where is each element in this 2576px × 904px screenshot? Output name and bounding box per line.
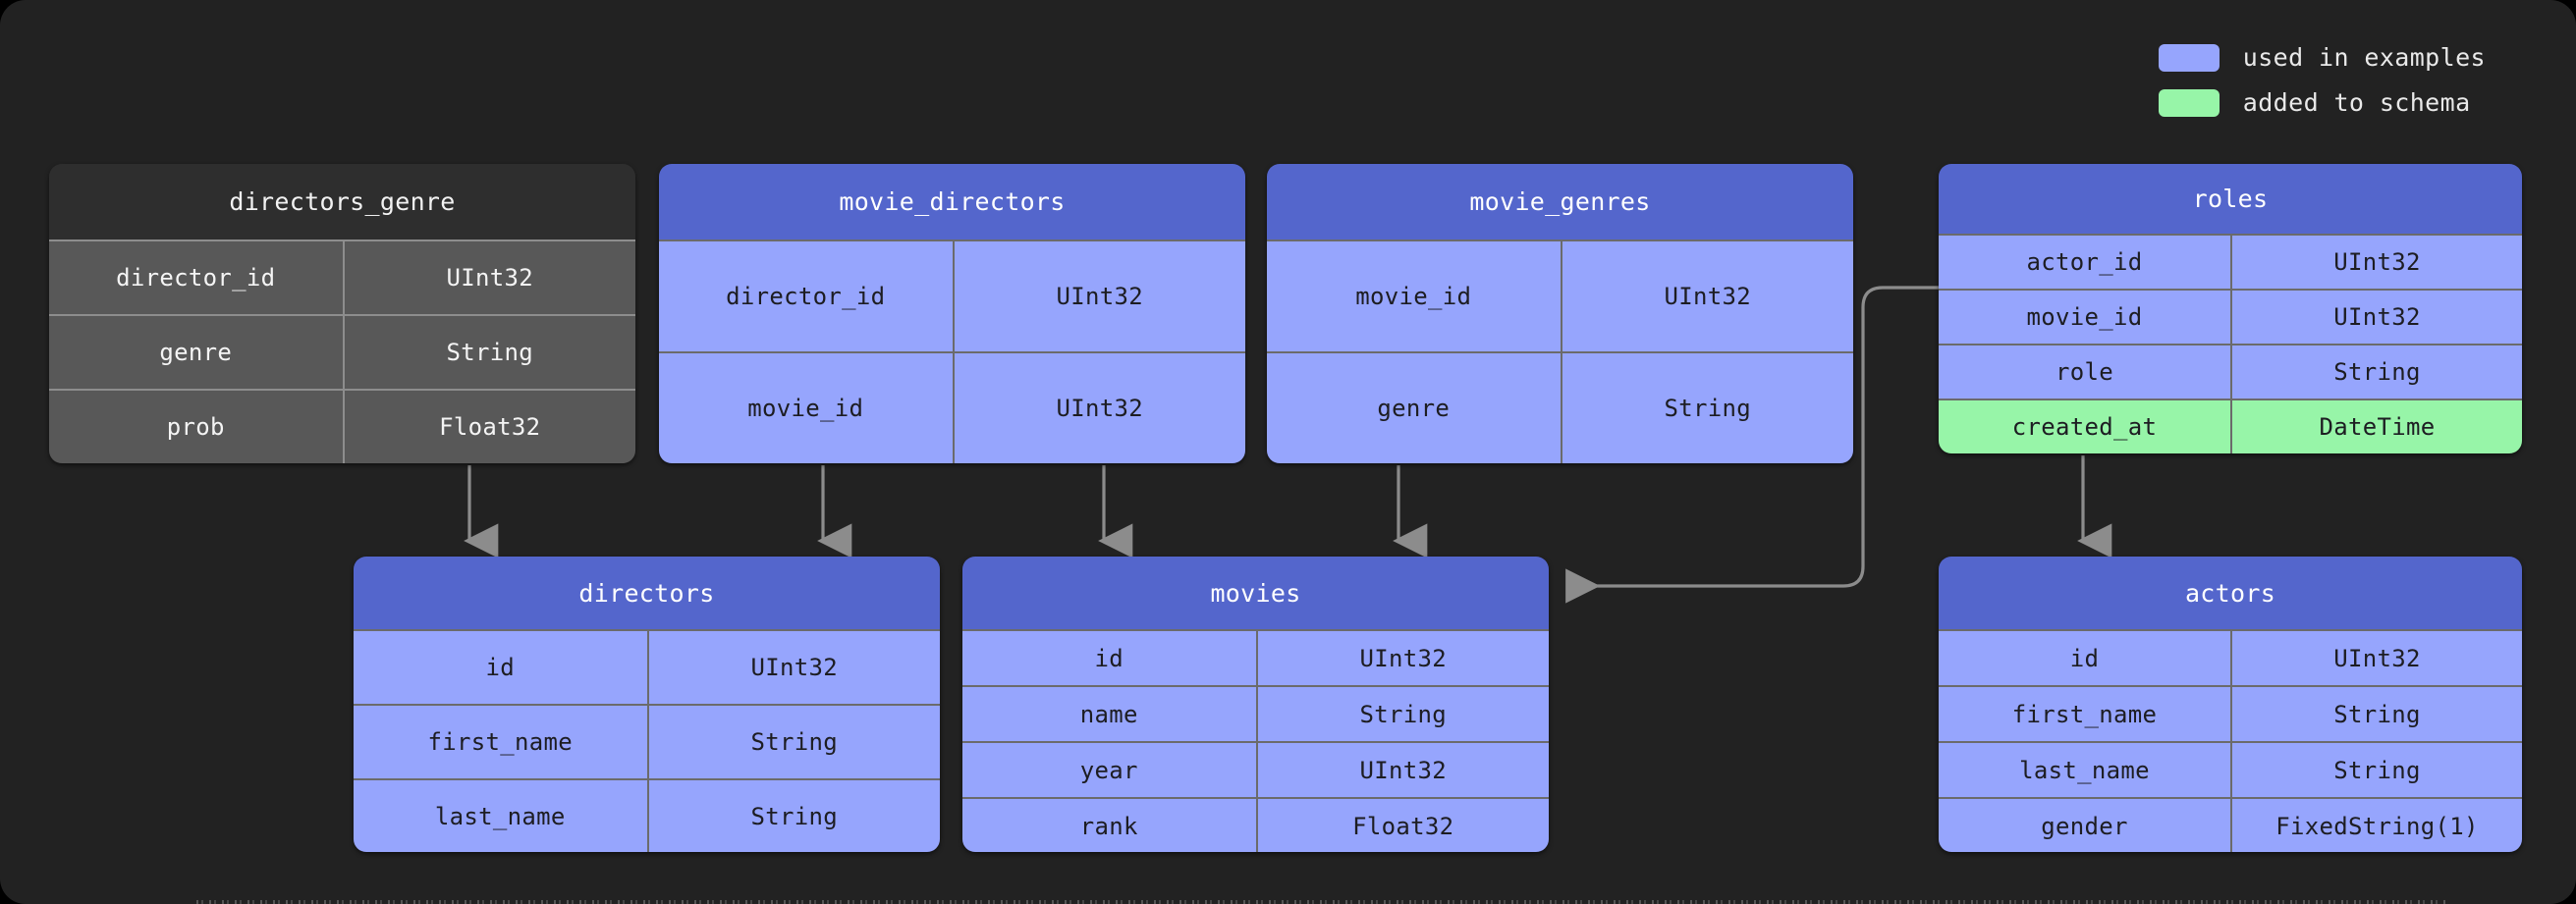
column-type-cell: UInt32 [952, 239, 1245, 351]
column-name-cell: id [1939, 629, 2230, 685]
column-type-cell: String [2230, 685, 2522, 741]
column-name-cell: movie_id [1267, 239, 1561, 351]
legend-item-added-to-schema: added to schema [2158, 88, 2486, 117]
table-title-movie_directors: movie_directors [659, 164, 1245, 239]
column-name-cell: role [1939, 344, 2230, 399]
column-type-cell: UInt32 [342, 239, 635, 314]
column-name-cell: first_name [1939, 685, 2230, 741]
column-type-cell: UInt32 [1255, 741, 1549, 797]
table-title-directors_genre: directors_genre [49, 164, 635, 239]
column-name-cell: gender [1939, 797, 2230, 852]
legend-item-used-in-examples: used in examples [2158, 43, 2486, 72]
column-name-cell: genre [1267, 351, 1561, 463]
column-name-cell: year [962, 741, 1256, 797]
legend: used in examples added to schema [2158, 43, 2486, 117]
column-name-cell: prob [49, 389, 343, 463]
table-title-movies: movies [962, 557, 1549, 629]
column-type-cell: UInt32 [952, 351, 1245, 463]
green-swatch-icon [2158, 88, 2220, 117]
column-name-cell: last_name [354, 778, 647, 852]
column-type-cell: UInt32 [2230, 289, 2522, 344]
column-type-cell: String [342, 314, 635, 389]
column-type-cell: Float32 [342, 389, 635, 463]
column-type-cell: Float32 [1255, 797, 1549, 852]
column-type-cell: UInt32 [1255, 629, 1549, 685]
table-title-directors: directors [354, 557, 940, 629]
column-name-cell: id [962, 629, 1256, 685]
column-type-cell: String [2230, 741, 2522, 797]
column-type-cell: String [646, 778, 940, 852]
column-name-cell: director_id [49, 239, 343, 314]
blue-swatch-icon [2158, 43, 2220, 72]
column-type-cell: UInt32 [2230, 234, 2522, 289]
column-type-cell: String [2230, 344, 2522, 399]
column-type-cell: String [1560, 351, 1853, 463]
column-name-cell: movie_id [1939, 289, 2230, 344]
column-name-cell: actor_id [1939, 234, 2230, 289]
column-type-cell: FixedString(1) [2230, 797, 2522, 852]
column-type-cell: String [1255, 685, 1549, 741]
column-name-cell: first_name [354, 704, 647, 778]
column-type-cell: DateTime [2230, 399, 2522, 453]
column-type-cell: UInt32 [646, 629, 940, 704]
table-title-movie_genres: movie_genres [1267, 164, 1853, 239]
legend-label: added to schema [2242, 88, 2471, 117]
column-type-cell: UInt32 [2230, 629, 2522, 685]
table-title-roles: roles [1939, 164, 2522, 234]
column-name-cell: genre [49, 314, 343, 389]
render-artifact-strip [196, 900, 2445, 904]
column-type-cell: UInt32 [1560, 239, 1853, 351]
column-name-cell: director_id [659, 239, 953, 351]
table-title-actors: actors [1939, 557, 2522, 629]
column-name-cell: created_at [1939, 399, 2230, 453]
legend-label: used in examples [2242, 43, 2486, 72]
column-type-cell: String [646, 704, 940, 778]
column-name-cell: name [962, 685, 1256, 741]
column-name-cell: last_name [1939, 741, 2230, 797]
column-name-cell: movie_id [659, 351, 953, 463]
column-name-cell: rank [962, 797, 1256, 852]
column-name-cell: id [354, 629, 647, 704]
